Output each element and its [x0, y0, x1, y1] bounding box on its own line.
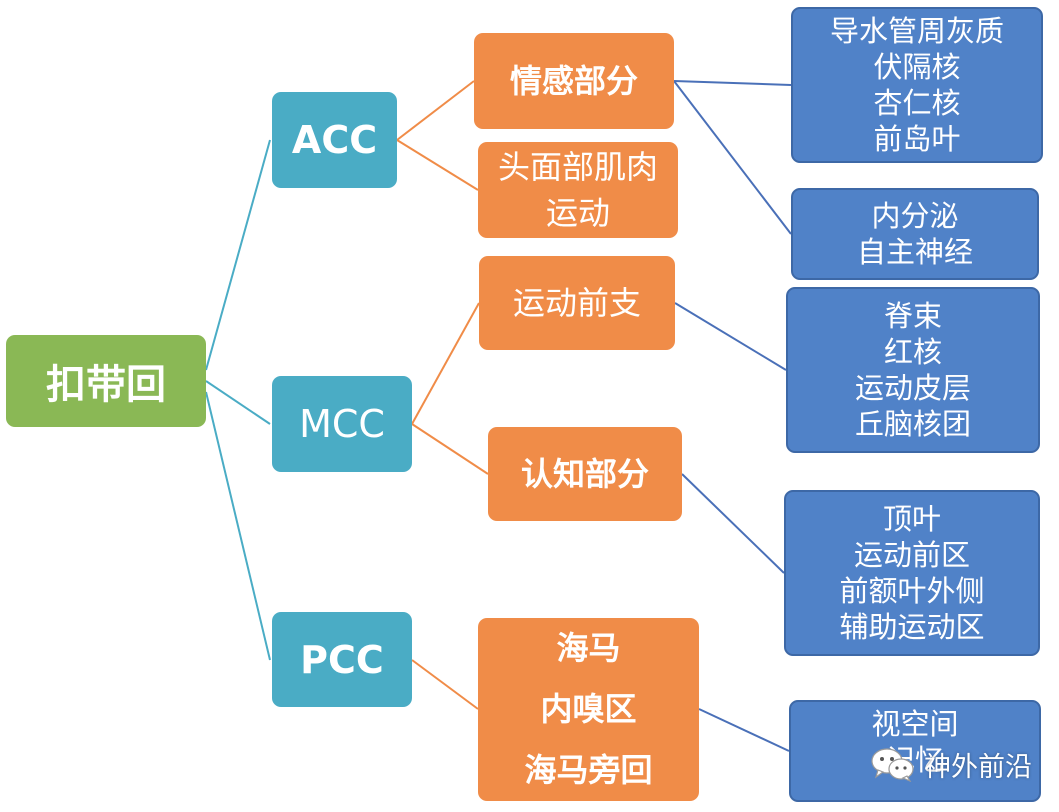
link-hippocampus-spatial — [698, 708, 790, 752]
link-emotion-autonomic — [673, 80, 792, 235]
node-cognition-part: 认知部分 — [488, 427, 682, 521]
node-pcc: PCC — [272, 612, 412, 707]
link-pcc-hippocampus — [411, 659, 479, 710]
link-emotion-targets — [673, 80, 792, 86]
node-cognition-targets: 顶叶 运动前区 前额叶外侧 辅助运动区 — [784, 490, 1040, 656]
link-root-pcc — [205, 391, 271, 661]
node-mcc: MCC — [272, 376, 412, 472]
pcc-label: PCC — [300, 637, 384, 682]
emotion-targets-label: 导水管周灰质 伏隔核 杏仁核 前岛叶 — [829, 13, 1004, 157]
emotion-part-label: 情感部分 — [509, 61, 638, 100]
link-motor-targets — [674, 302, 787, 371]
cognition-part-label: 认知部分 — [520, 454, 649, 493]
mcc-label: MCC — [299, 402, 385, 446]
node-emotion-part: 情感部分 — [474, 33, 674, 129]
node-motor-targets: 脊束 红核 运动皮层 丘脑核团 — [786, 287, 1040, 453]
link-mcc-cognition — [411, 423, 489, 475]
root-node-cingulate-gyrus: 扣带回 — [6, 335, 206, 427]
cognition-targets-label: 顶叶 运动前区 前额叶外侧 辅助运动区 — [839, 501, 985, 645]
node-endocrine-autonomic: 内分泌 自主神经 — [791, 188, 1039, 280]
node-emotion-targets: 导水管周灰质 伏隔核 杏仁核 前岛叶 — [791, 7, 1043, 163]
link-acc-emotion — [396, 80, 475, 141]
root-label: 扣带回 — [46, 362, 166, 408]
watermark-text: 神外前沿 — [924, 751, 1032, 783]
link-root-mcc — [205, 380, 271, 425]
motor-anterior-branch-label: 运动前支 — [512, 283, 641, 322]
watermark: 神外前沿 — [870, 744, 1032, 784]
node-facial-muscle-motor: 头面部肌肉 运动 — [478, 142, 678, 238]
link-root-acc — [205, 139, 271, 371]
link-acc-facial — [396, 139, 479, 191]
wechat-icon — [871, 748, 914, 782]
node-visuospatial-memory: 视空间 记忆 — [789, 700, 1041, 802]
motor-targets-label: 脊束 红核 运动皮层 丘脑核团 — [854, 298, 971, 442]
acc-label: ACC — [291, 118, 378, 162]
endocrine-autonomic-label: 内分泌 自主神经 — [856, 198, 973, 269]
link-mcc-motor — [411, 302, 480, 425]
link-cognition-targets — [681, 473, 785, 574]
hippocampus-group-label: 海马 内嗅区 海马旁回 — [524, 629, 653, 789]
node-hippocampus-group: 海马 内嗅区 海马旁回 — [478, 618, 699, 801]
facial-muscle-motor-label: 头面部肌肉 运动 — [497, 147, 658, 232]
node-motor-anterior-branch: 运动前支 — [479, 256, 675, 350]
node-acc: ACC — [272, 92, 397, 188]
